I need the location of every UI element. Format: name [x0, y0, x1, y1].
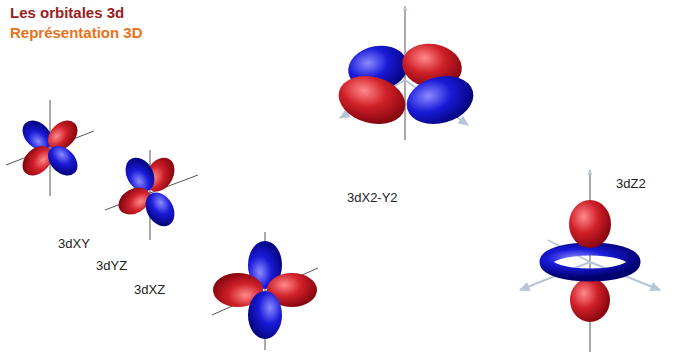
orbital-label: 3dXZ	[132, 282, 167, 297]
subtitle: Représentation 3D	[10, 24, 143, 41]
title: Les orbitales 3d	[10, 4, 124, 21]
orbital-dx2-y2	[333, 6, 479, 140]
orbital-label: 3dX2-Y2	[345, 190, 400, 205]
orbital-label: 3dXY	[56, 236, 92, 251]
orbital-dyz	[105, 150, 198, 240]
orbital-label: 3dZ2	[614, 176, 648, 191]
orbital-dz2	[520, 170, 660, 352]
orbital-dxy	[6, 100, 94, 196]
orbital-label: 3dYZ	[94, 258, 129, 273]
orbital-dxz	[212, 232, 318, 350]
